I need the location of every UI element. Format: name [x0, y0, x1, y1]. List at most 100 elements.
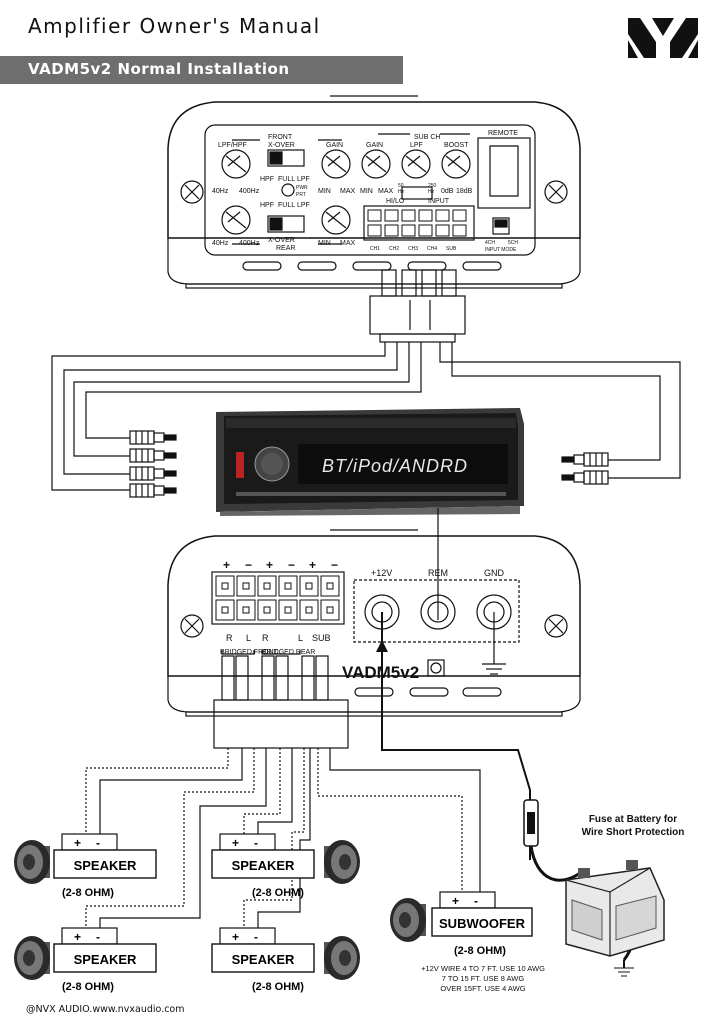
label-l-front: L	[246, 633, 251, 643]
speaker-terminal-cell	[215, 575, 235, 597]
terminal-plus: +	[452, 894, 459, 908]
speaker-label: SPEAKER	[74, 858, 137, 873]
label-l-rear: L	[298, 633, 303, 643]
hilo-pin	[384, 209, 399, 222]
label-sub-lpf: LPF	[410, 142, 423, 149]
label-sub-out: SUB	[312, 633, 331, 643]
label-max-sub: MAX	[378, 188, 394, 195]
label-pwr: PWR	[296, 185, 308, 191]
head-unit: BT/iPod/ANDRD	[216, 408, 524, 516]
label-r-rear: R	[262, 633, 269, 643]
label-bridged-front: BRIDGED FRONT	[220, 649, 279, 656]
label-lpf-hpf: LPF/HPF	[218, 142, 247, 149]
label-sub-gain: GAIN	[366, 142, 383, 149]
speaker-unit: +-SUBWOOFER(2-8 OHM)	[431, 891, 533, 957]
speaker-box	[211, 849, 315, 879]
label-prt: PRT	[296, 192, 306, 198]
speaker-ohm: (2-8 OHM)	[252, 887, 304, 899]
label-ch2: CH2	[389, 246, 399, 252]
speaker-icon	[14, 936, 50, 980]
amp-model-label: VADM5v2	[342, 663, 419, 682]
speaker-terminal-cell	[215, 599, 235, 621]
term-plus-2: +	[266, 558, 273, 572]
terminal-plus: +	[232, 836, 239, 850]
speaker-terminal-cell	[236, 599, 256, 621]
term-minus-3: −	[331, 558, 338, 572]
terminal-minus: -	[254, 930, 258, 944]
footer-copyright: @NVX AUDIO.www.nvxaudio.com	[26, 1004, 185, 1015]
terminal-block	[61, 927, 118, 945]
hilo-pin	[401, 209, 416, 222]
label-40hz-front: 40Hz	[212, 188, 229, 195]
label-gain-front: GAIN	[326, 142, 343, 149]
speaker-unit: +-SPEAKER(2-8 OHM)	[211, 927, 315, 993]
term-plus-1: +	[223, 558, 230, 572]
label-max-rear: MAX	[340, 240, 356, 247]
terminal-minus: -	[96, 930, 100, 944]
terminal-plus: +	[74, 930, 81, 944]
label-0db: 0dB	[441, 188, 454, 195]
speaker-terminal-cell	[320, 599, 340, 621]
label-250hz: 250	[428, 183, 437, 189]
nvx-logo-icon	[628, 18, 698, 58]
terminal-minus: -	[254, 836, 258, 850]
terminal-minus: -	[474, 894, 478, 908]
label-ch3: CH3	[408, 246, 418, 252]
speaker-ohm: (2-8 OHM)	[454, 945, 506, 957]
hilo-pin	[418, 209, 433, 222]
label-input-mode: INPUT MODE	[485, 247, 517, 253]
label-max-front: MAX	[340, 188, 356, 195]
label-r-front: R	[226, 633, 233, 643]
head-unit-display: BT/iPod/ANDRD	[322, 456, 468, 476]
label-full-front: FULL	[278, 176, 295, 183]
label-sub-ch: SUB	[446, 246, 457, 252]
label-ch4: CH4	[427, 246, 437, 252]
rca-plugs-right	[561, 452, 609, 485]
label-400hz-rear: 400Hz	[239, 240, 260, 247]
rca-harness	[51, 269, 681, 491]
hilo-pin	[435, 224, 450, 237]
label-min-front: MIN	[318, 188, 331, 195]
hilo-pin	[452, 224, 467, 237]
label-gnd: GND	[484, 568, 505, 578]
terminal-plus: +	[232, 930, 239, 944]
label-40hz-rear: 40Hz	[212, 240, 229, 247]
speaker-unit: +-SPEAKER(2-8 OHM)	[53, 833, 157, 899]
speaker-terminal-cell	[257, 599, 277, 621]
page-title: Amplifier Owner's Manual	[28, 14, 321, 38]
speaker-unit: +-SPEAKER(2-8 OHM)	[53, 927, 157, 993]
battery-icon	[565, 860, 665, 957]
speaker-terminal-cell	[320, 575, 340, 597]
terminal-block	[219, 833, 276, 851]
speaker-terminal-cell	[299, 575, 319, 597]
label-full-rear: FULL	[278, 202, 295, 209]
label-4ch: 4CH	[485, 240, 495, 246]
hilo-pin	[367, 209, 382, 222]
terminal-block	[61, 833, 118, 851]
speaker-box	[53, 943, 157, 973]
wire-note-2: 7 TO 15 FT. USE 8 AWG	[442, 974, 525, 983]
speaker-box	[53, 849, 157, 879]
label-front: FRONT	[268, 134, 293, 141]
speaker-unit: +-SPEAKER(2-8 OHM)	[211, 833, 315, 899]
speaker-box	[211, 943, 315, 973]
speaker-label: SPEAKER	[74, 952, 137, 967]
label-boost: BOOST	[444, 142, 469, 149]
speaker-icon	[390, 898, 426, 942]
speaker-icon	[14, 840, 50, 884]
label-lpf-rear: LPF	[297, 202, 310, 209]
label-hz-unit-2: Hz	[428, 189, 435, 195]
label-ch1: CH1	[370, 246, 380, 252]
label-hilo: HI/LO	[386, 198, 405, 205]
speaker-label: SPEAKER	[232, 952, 295, 967]
amplifier-top	[167, 95, 581, 289]
wire-note-1: +12V WIRE 4 TO 7 FT. USE 10 AWG	[421, 964, 545, 973]
terminal-block	[219, 927, 276, 945]
speaker-terminal-cell	[299, 599, 319, 621]
label-12v: +12V	[371, 568, 392, 578]
fuse-note-line1: Fuse at Battery for	[589, 814, 677, 825]
hilo-pin	[367, 224, 382, 237]
term-minus-2: −	[288, 558, 295, 572]
wire-note-3: OVER 15FT. USE 4 AWG	[440, 984, 525, 993]
